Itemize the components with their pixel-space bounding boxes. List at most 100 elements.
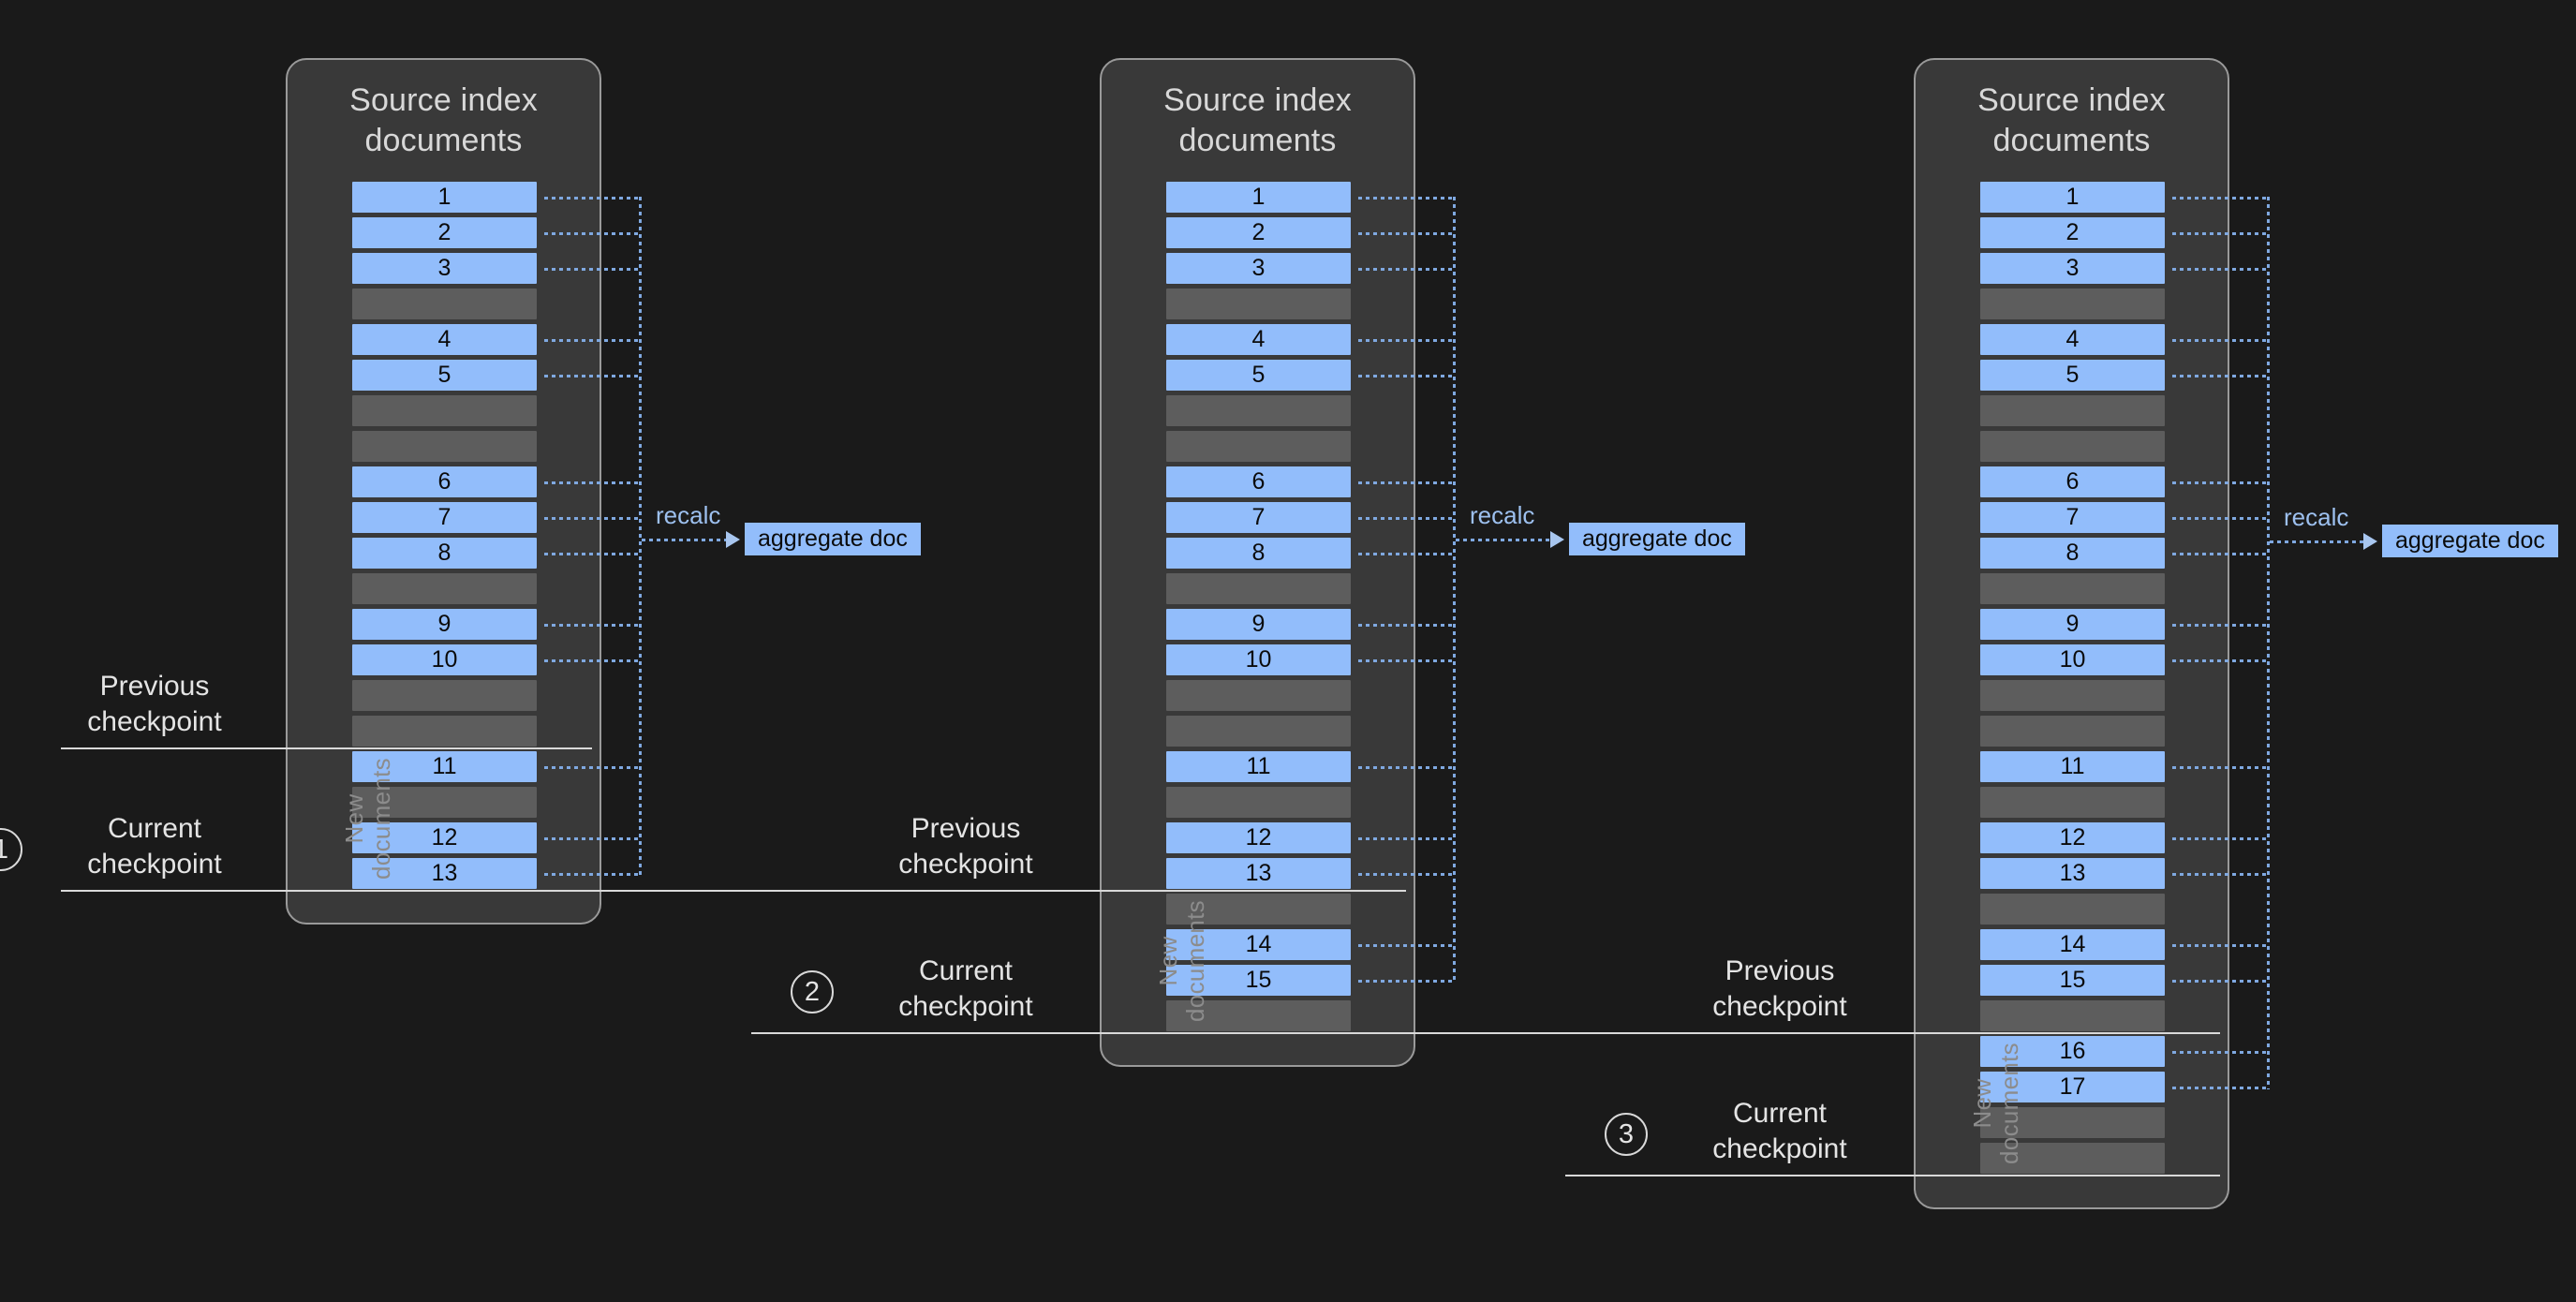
row-connector-line: [2172, 553, 2267, 555]
current-checkpoint-line: [1565, 1175, 2220, 1176]
empty-row: [1980, 716, 2165, 747]
document-row: 2: [352, 217, 537, 248]
document-row: 9: [1166, 609, 1351, 640]
empty-row: [1166, 894, 1351, 925]
row-connector-line: [2172, 197, 2267, 200]
document-row: 5: [1980, 360, 2165, 391]
recalc-arrow-head: [2363, 533, 2377, 550]
row-connector-line: [1358, 766, 1453, 769]
document-row: 8: [1980, 538, 2165, 569]
empty-row: [352, 289, 537, 319]
row-connector-line: [544, 339, 639, 342]
row-connector-line: [1358, 268, 1453, 271]
document-row: 14: [1166, 929, 1351, 960]
empty-row: [1980, 395, 2165, 426]
document-row: 4: [352, 324, 537, 355]
document-row: 12: [1166, 822, 1351, 853]
row-connector-line: [2172, 375, 2267, 377]
panel-title: Source index documents: [1163, 82, 1352, 158]
document-row: 13: [1166, 858, 1351, 889]
aggregate-doc-box: aggregate doc: [745, 523, 921, 555]
empty-row: [1166, 289, 1351, 319]
row-connector-line: [2172, 944, 2267, 947]
row-connector-line: [544, 766, 639, 769]
document-row: 1: [1980, 182, 2165, 213]
recalc-arrow-line: [2270, 540, 2364, 543]
document-row: 7: [1166, 502, 1351, 533]
document-row: 13: [352, 858, 537, 889]
row-connector-line: [1358, 944, 1453, 947]
empty-row: [1980, 289, 2165, 319]
previous-checkpoint-line: [751, 890, 1406, 892]
current-checkpoint-label: Current checkpoint: [1712, 1098, 1847, 1164]
empty-row: [1980, 431, 2165, 462]
document-row: 9: [352, 609, 537, 640]
document-row: 6: [1980, 466, 2165, 497]
document-row: 3: [1980, 253, 2165, 284]
step-number-badge: 3: [1605, 1113, 1648, 1156]
row-connector-line: [544, 837, 639, 840]
aggregate-doc-box: aggregate doc: [2382, 525, 2558, 557]
previous-checkpoint-label: Previous checkpoint: [1712, 955, 1847, 1022]
document-row: 3: [352, 253, 537, 284]
document-row: 6: [352, 466, 537, 497]
panel-title: Source index documents: [349, 82, 538, 158]
previous-checkpoint-label: Previous checkpoint: [898, 813, 1033, 880]
empty-row: [1980, 894, 2165, 925]
empty-row: [1980, 573, 2165, 604]
document-row: 4: [1166, 324, 1351, 355]
empty-row: [352, 395, 537, 426]
new-documents-label: New documents: [1968, 1043, 2023, 1164]
empty-row: [352, 680, 537, 711]
new-documents-label: New documents: [340, 758, 395, 880]
row-connector-line: [1358, 837, 1453, 840]
row-connector-line: [1358, 659, 1453, 662]
row-connector-line: [2172, 1087, 2267, 1089]
recalc-label: recalc: [1470, 501, 1535, 529]
recalc-arrow-head: [726, 531, 740, 548]
row-connector-line: [1358, 481, 1453, 484]
row-connector-line: [2172, 873, 2267, 876]
empty-row: [1980, 1143, 2165, 1174]
row-connector-line: [1358, 197, 1453, 200]
previous-checkpoint-label: Previous checkpoint: [87, 671, 222, 737]
row-connector-line: [1358, 375, 1453, 377]
document-row: 15: [1166, 965, 1351, 996]
document-row: 8: [352, 538, 537, 569]
row-connector-line: [2172, 837, 2267, 840]
aggregation-bus-line: [639, 197, 642, 876]
document-row: 14: [1980, 929, 2165, 960]
panel-title: Source index documents: [1977, 82, 2166, 158]
row-connector-line: [2172, 268, 2267, 271]
empty-row: [1166, 787, 1351, 818]
document-row: 9: [1980, 609, 2165, 640]
empty-row: [1166, 716, 1351, 747]
current-checkpoint-line: [61, 890, 1406, 892]
document-row: 11: [1166, 751, 1351, 782]
recalc-label: recalc: [656, 501, 721, 529]
recalc-arrow-line: [1456, 539, 1551, 541]
row-connector-line: [544, 197, 639, 200]
row-connector-line: [544, 268, 639, 271]
row-connector-line: [2172, 766, 2267, 769]
document-row: 17: [1980, 1072, 2165, 1102]
document-row: 7: [352, 502, 537, 533]
current-checkpoint-label: Current checkpoint: [898, 955, 1033, 1022]
row-connector-line: [2172, 624, 2267, 627]
document-row: 6: [1166, 466, 1351, 497]
row-connector-line: [1358, 553, 1453, 555]
document-row: 5: [1166, 360, 1351, 391]
document-row: 11: [1980, 751, 2165, 782]
row-connector-line: [544, 232, 639, 235]
step-number-badge: 1: [0, 828, 22, 871]
empty-row: [1980, 787, 2165, 818]
aggregation-bus-line: [2267, 197, 2270, 1089]
document-row: 11: [352, 751, 537, 782]
empty-row: [1980, 1000, 2165, 1031]
row-connector-line: [544, 481, 639, 484]
document-row: 7: [1980, 502, 2165, 533]
row-connector-line: [544, 375, 639, 377]
aggregate-doc-box: aggregate doc: [1569, 523, 1745, 555]
empty-row: [1166, 395, 1351, 426]
